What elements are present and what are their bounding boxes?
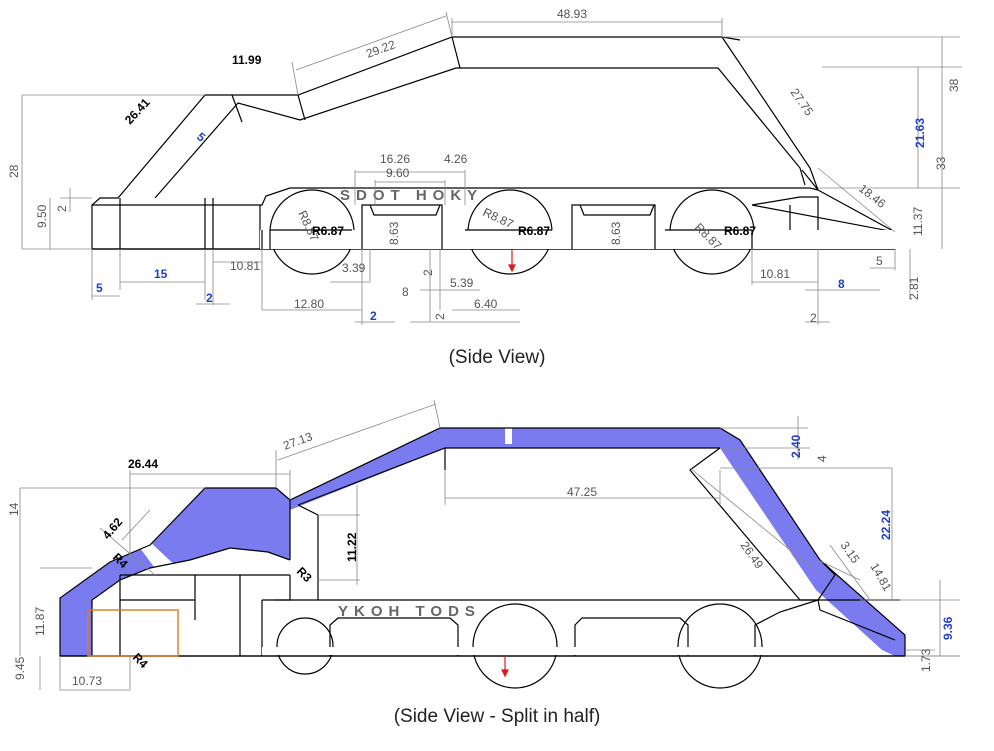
dim-10-81-l: 10.81: [230, 259, 260, 273]
dim-2-bot-b: 2: [433, 313, 447, 320]
dim-r4-b: R4: [130, 650, 151, 671]
dim-9-50: 9.50: [35, 204, 49, 228]
dim-47-25: 47.25: [567, 485, 597, 499]
dim-2-left: 2: [55, 205, 69, 212]
dim-21-63: 21.63: [913, 118, 927, 148]
bottom-side-view: [59, 427, 906, 689]
bottom-arch-1: [276, 617, 334, 675]
dim-22-24: 22.24: [879, 510, 893, 540]
dim-r6-87-c: R6.87: [724, 224, 756, 238]
dim-11-37: 11.37: [911, 207, 925, 236]
dim-10-81-r: 10.81: [760, 267, 790, 281]
dim-3-15: 3.15: [838, 539, 863, 566]
dim-5-r: 5: [876, 254, 883, 268]
dim-9-60: 9.60: [386, 166, 410, 180]
top-side-view: [91, 36, 900, 275]
dim-4-62: 4.62: [100, 515, 126, 542]
dim-12-80: 12.80: [294, 297, 324, 311]
dim-14: 14: [7, 502, 21, 516]
bottom-arch-2: [472, 603, 558, 689]
dim-4-26: 4.26: [444, 152, 468, 166]
bottom-dimension-lines: [19, 399, 960, 691]
dim-26-41: 26.41: [122, 95, 153, 127]
top-origin-marker: [508, 250, 516, 273]
dim-6-40: 6.40: [474, 297, 498, 311]
top-emboss: SDOT HOKY: [340, 187, 483, 204]
dim-15: 15: [154, 267, 168, 281]
dim-5-slant: 5: [194, 130, 208, 145]
dim-r6-87-a: R6.87: [312, 224, 344, 238]
dim-28: 28: [7, 164, 21, 178]
bottom-emboss-text: YKOH TODS: [338, 603, 481, 620]
dim-5-39: 5.39: [450, 276, 474, 290]
dim-9-36: 9.36: [941, 616, 955, 640]
dim-9-45: 9.45: [13, 656, 27, 680]
dim-5-bl: 5: [96, 281, 103, 295]
dim-16-26: 16.26: [380, 152, 410, 166]
dim-38: 38: [947, 78, 961, 92]
dim-2-bl: 2: [206, 291, 213, 305]
dim-2-81: 2.81: [907, 276, 921, 300]
bottom-caption: (Side View - Split in half): [393, 706, 601, 727]
top-caption: (Side View): [448, 347, 546, 368]
dim-1-73: 1.73: [919, 648, 933, 672]
dim-8-63-b: 8.63: [609, 221, 623, 245]
dim-r6-87-b: R6.87: [518, 224, 550, 238]
dim-r3: R3: [294, 564, 315, 585]
dim-r8-87-b: R8.87: [481, 205, 516, 231]
bottom-arch-3: [677, 603, 763, 689]
dim-33: 33: [934, 156, 948, 170]
dim-29-22: 29.22: [364, 37, 397, 61]
dim-2-bot-a: 2: [370, 309, 377, 323]
dim-27-75: 27.75: [788, 86, 817, 119]
bottom-highlight: [60, 428, 905, 656]
dim-11-87: 11.87: [33, 607, 47, 636]
dim-14-81: 14.81: [867, 561, 894, 594]
top-inner-profile: [154, 67, 806, 199]
dim-4-b: 4: [815, 455, 829, 462]
dim-48-93: 48.93: [557, 7, 587, 21]
dim-18-46: 18.46: [856, 181, 889, 211]
dim-11-22: 11.22: [345, 532, 359, 562]
dim-10-73: 10.73: [72, 674, 102, 688]
bottom-origin-marker: [501, 656, 509, 678]
dim-8-mid: 8: [402, 285, 409, 299]
dim-8-r: 8: [838, 277, 845, 291]
top-emboss-text: SDOT HOKY: [340, 187, 483, 204]
dim-2-mid: 2: [421, 269, 435, 276]
bottom-selection-box: [87, 609, 179, 657]
dim-2-40: 2.40: [789, 434, 803, 458]
bottom-outer-profile: [59, 427, 906, 657]
bottom-emboss: YKOH TODS: [338, 603, 481, 620]
dim-2-br: 2: [810, 311, 817, 325]
dim-11-99: 11.99: [232, 53, 262, 67]
dim-27-13: 27.13: [281, 429, 314, 453]
top-outer-profile: [91, 36, 896, 250]
top-dimension-lines: [21, 11, 962, 325]
dim-8-63-a: 8.63: [387, 221, 401, 245]
dim-3-39: 3.39: [342, 261, 366, 275]
dim-26-44: 26.44: [128, 457, 158, 471]
